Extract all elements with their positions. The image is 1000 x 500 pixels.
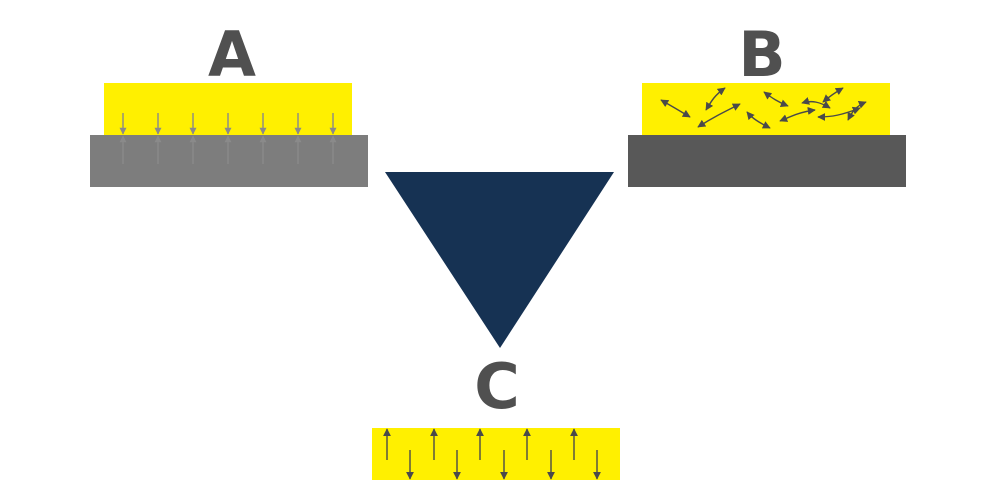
panel-a: A [90, 18, 368, 187]
panel-c: C [372, 350, 620, 480]
random-arrow [697, 103, 741, 128]
random-arrow [746, 111, 771, 129]
random-arrow [822, 87, 844, 103]
label-b: B [738, 18, 785, 91]
alternating-arrows-c [383, 428, 601, 480]
random-arrows-b [660, 87, 867, 129]
inverted-triangle [385, 172, 614, 348]
label-c: C [474, 350, 520, 423]
random-arrow [847, 100, 867, 121]
random-arrow [801, 97, 831, 109]
arrows-up-a [119, 135, 337, 164]
random-arrow [660, 99, 691, 118]
arrows-down-a [119, 113, 337, 135]
yellow-layer-b [642, 83, 890, 135]
yellow-layer-c [372, 428, 620, 480]
substrate-b [628, 135, 906, 187]
substrate-a [90, 135, 368, 187]
label-a: A [208, 18, 256, 91]
panel-b: B [628, 18, 906, 187]
random-arrow [779, 106, 816, 122]
random-arrow [763, 91, 789, 108]
